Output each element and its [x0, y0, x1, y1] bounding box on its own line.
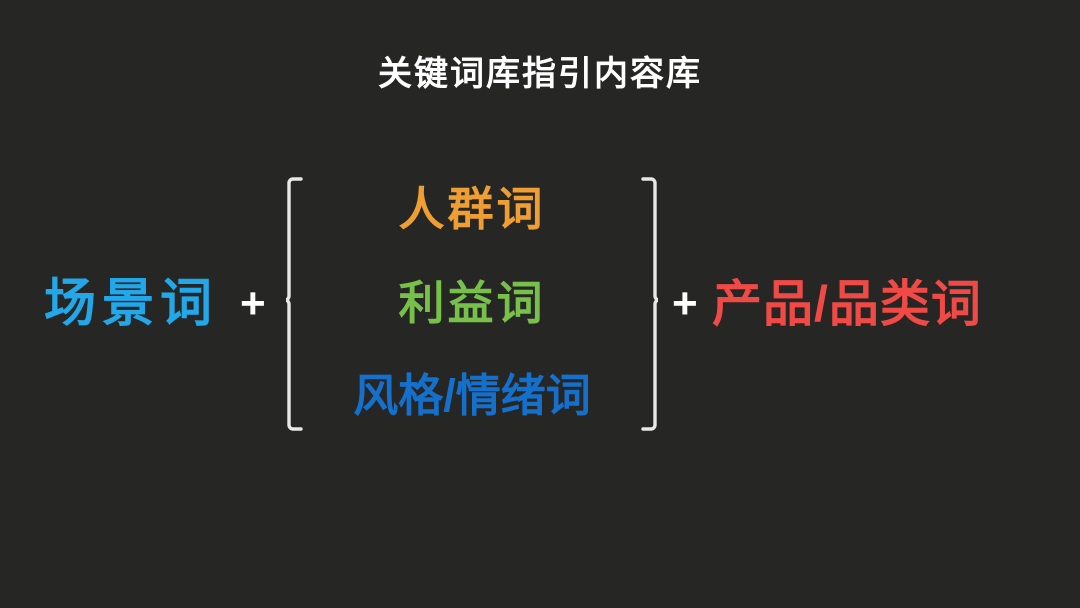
- page-title: 关键词库指引内容库: [378, 55, 702, 93]
- right-curly-bracket-icon: [641, 176, 658, 432]
- product-category-term-label: 产品/品类词: [712, 276, 982, 332]
- plus-operator-left: +: [240, 279, 266, 328]
- keyword-formula: 场景词 + 人群词 利益词 风格/情绪词 + 产品/品类词: [0, 176, 1080, 432]
- left-curly-bracket-icon: [286, 176, 303, 432]
- term-benefit: 利益词: [398, 276, 546, 329]
- bracket-group: 人群词 利益词 风格/情绪词: [286, 176, 658, 432]
- bracket-term-list: 人群词 利益词 风格/情绪词: [303, 176, 641, 432]
- plus-operator-right: +: [672, 279, 698, 328]
- term-crowd: 人群词: [398, 183, 546, 235]
- scene-term-label: 场景词: [44, 275, 219, 333]
- term-style-emotion: 风格/情绪词: [353, 370, 591, 421]
